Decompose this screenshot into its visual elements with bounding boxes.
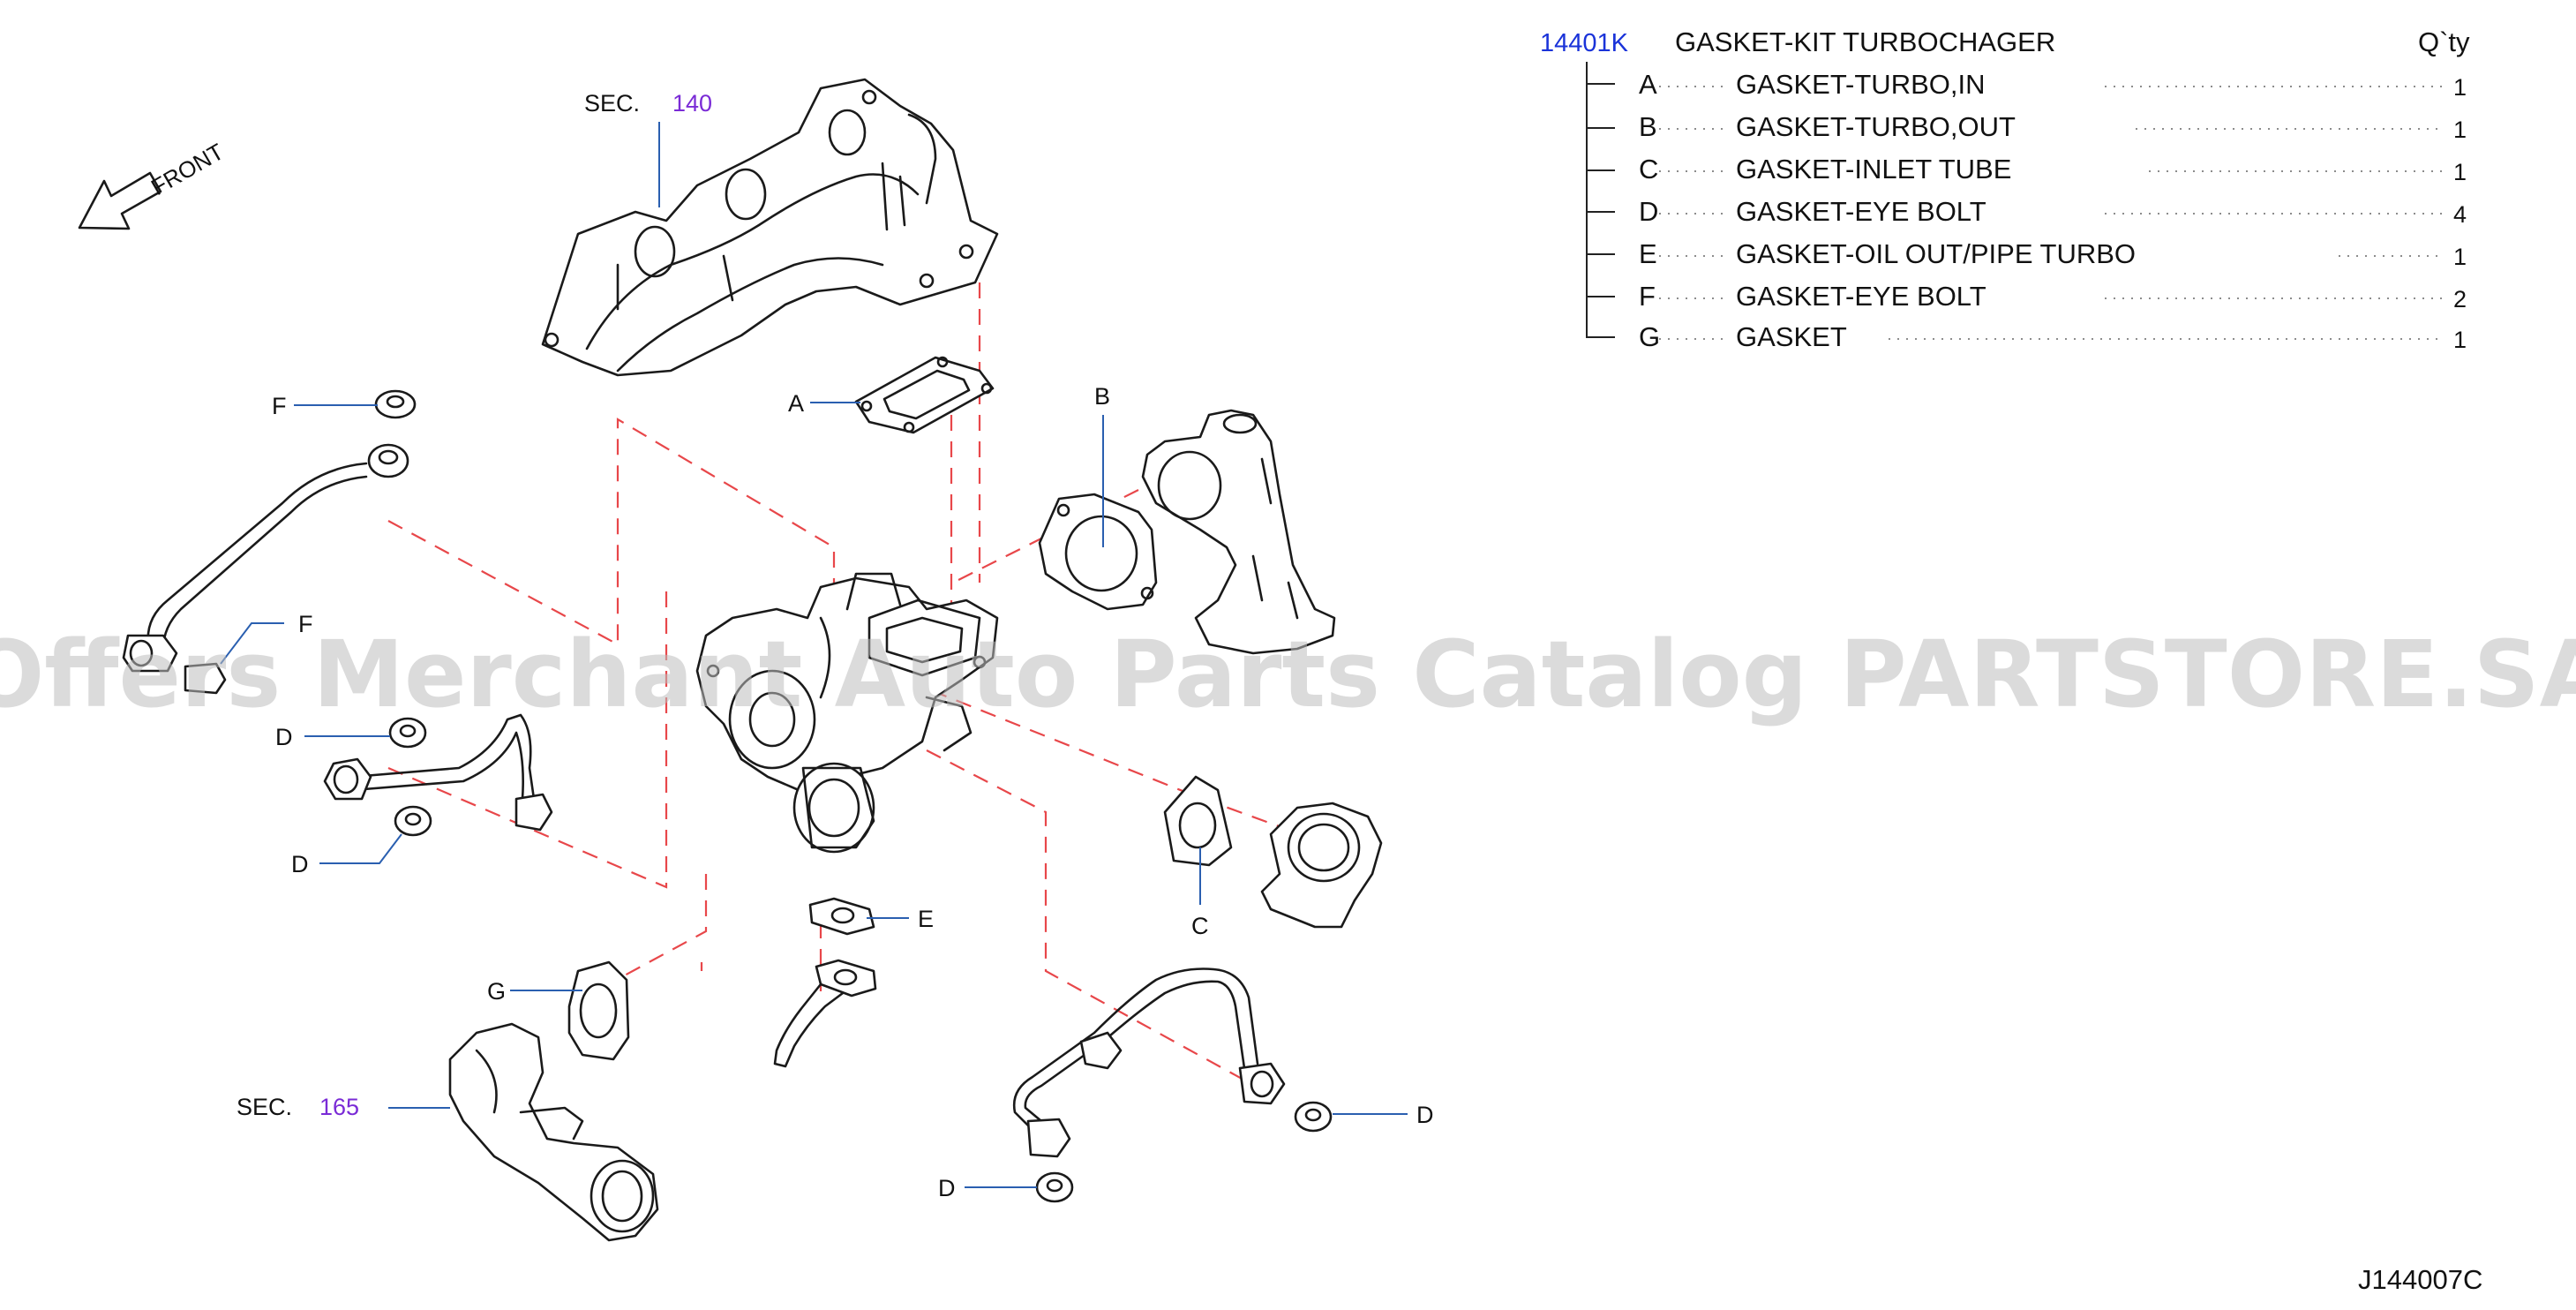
callout-label: F [272,393,287,419]
callout-label: D [291,851,309,877]
kit-code[interactable]: 14401K [1540,29,1629,57]
row-name: GASKET-TURBO,IN [1736,69,1985,100]
parts-list-row[interactable]: D GASKET-EYE BOLT 4 [1639,196,2467,228]
section-prefix: SEC. [584,90,640,117]
d-washer-right-bottom [1035,1171,1074,1203]
callout-label: G [487,978,506,1005]
gasket-e [808,897,875,936]
callout-c[interactable]: C [1191,847,1209,939]
parts-list-row[interactable]: E GASKET-OIL OUT/PIPE TURBO 1 [1639,238,2467,270]
oil-pipe-lower-right [1012,967,1286,1158]
callout-label: D [938,1175,956,1201]
parts-list-row[interactable]: B GASKET-TURBO,OUT 1 [1639,111,2467,143]
gasket-b [1038,493,1158,611]
callout-a[interactable]: A [788,390,860,417]
section-number[interactable]: 165 [319,1094,359,1120]
callout-e[interactable]: E [867,906,934,932]
oil-drain-pipe [773,959,877,1068]
row-letter: C [1639,154,1658,184]
gasket-g [567,960,630,1061]
assembly-lines [387,282,1289,1095]
row-qty: 1 [2453,244,2467,270]
row-name: GASKET [1736,321,1847,352]
section-140-reference[interactable]: SEC. 140 [584,90,712,207]
row-qty: 1 [2453,327,2467,353]
qty-header: Q`ty [2418,26,2470,57]
parts-tree-line [1586,62,1615,338]
callout-f-lower[interactable]: F [220,611,313,665]
parts-list-row[interactable]: C GASKET-INLET TUBE 1 [1639,154,2467,185]
parts-list-row[interactable]: F GASKET-EYE BOLT 2 [1639,281,2467,312]
f-washer-upper [374,389,417,419]
callout-label: E [918,906,934,932]
row-name: GASKET-TURBO,OUT [1736,111,2016,142]
intake-hose [448,1022,659,1242]
callout-label: A [788,390,804,417]
kit-name: GASKET-KIT TURBOCHAGER [1675,26,2055,57]
row-qty: 1 [2453,159,2467,185]
row-letter: B [1639,111,1657,142]
callout-g[interactable]: G [487,978,582,1005]
callout-b[interactable]: B [1094,383,1110,547]
turbo-outlet-elbow [1141,409,1336,655]
callout-d-bottom[interactable]: D [938,1175,1037,1201]
d-washer-left-bottom [394,805,432,837]
turbocharger [695,572,999,854]
front-label: FRONT [146,138,229,200]
front-direction-indicator: FRONT [78,138,229,230]
d-washer-right-top [1294,1101,1333,1133]
row-qty: 4 [2453,201,2467,228]
row-letter: F [1639,281,1656,312]
section-165-reference[interactable]: SEC. 165 [237,1094,450,1120]
parts-list-row[interactable]: A GASKET-TURBO,IN 1 [1639,69,2467,101]
section-prefix: SEC. [237,1094,292,1120]
row-letter: E [1639,238,1657,269]
parts-list: 14401K GASKET-KIT TURBOCHAGER Q`ty A GAS… [1540,26,2470,353]
row-name: GASKET-EYE BOLT [1736,281,1986,312]
row-qty: 1 [2453,74,2467,101]
oil-feed-pipe-upper [122,443,409,695]
row-letter: A [1639,69,1657,100]
gasket-a [854,356,995,434]
callout-label: D [275,724,293,750]
figure-id: J144007C [2358,1264,2482,1295]
row-qty: 2 [2453,286,2467,312]
front-arrow-icon [78,171,162,230]
inlet-tube [1260,802,1383,929]
callout-label: D [1416,1102,1434,1128]
callout-d-left-bottom[interactable]: D [291,833,402,877]
callout-label: B [1094,383,1110,410]
row-name: GASKET-INLET TUBE [1736,154,2011,184]
row-qty: 1 [2453,117,2467,143]
callout-f-upper[interactable]: F [272,393,378,419]
row-name: GASKET-EYE BOLT [1736,196,1986,227]
exhaust-manifold [541,78,999,377]
row-name: GASKET-OIL OUT/PIPE TURBO [1736,238,2136,269]
section-number[interactable]: 140 [672,90,712,117]
callout-d-left-top[interactable]: D [275,724,390,750]
callout-label: C [1191,913,1209,939]
d-washer-left-top [388,717,427,749]
callout-d-right[interactable]: D [1333,1102,1434,1128]
callout-label: F [298,611,313,637]
gasket-c [1163,775,1233,867]
row-letter: D [1639,196,1658,227]
oil-pipe-middle [323,713,553,832]
parts-list-row[interactable]: G GASKET 1 [1639,321,2467,353]
watermark: Offers Merchant Auto Parts Catalog PARTS… [0,621,2576,728]
row-letter: G [1639,321,1660,352]
